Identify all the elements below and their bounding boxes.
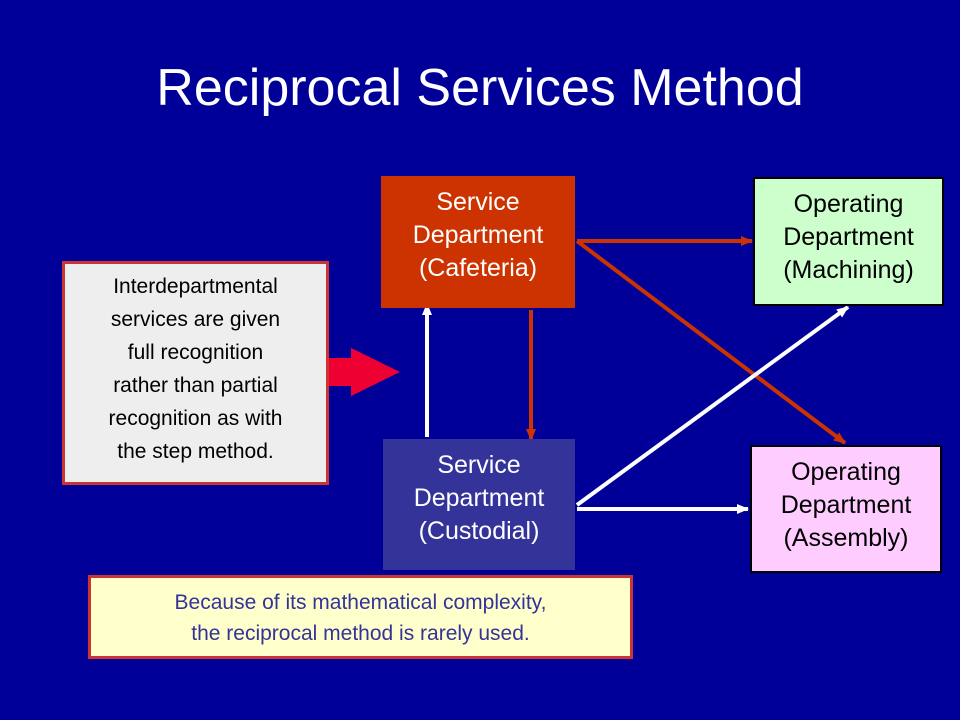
node-line: (Assembly) [783,524,909,552]
arrow-cafeteria-to-assembly [575,239,847,445]
node-operating-machining: Operating Department (Machining) [753,177,944,306]
node-service-cafeteria: Service Department (Cafeteria) [381,176,575,308]
node-line: Operating [793,190,904,218]
node-line: (Custodial) [418,517,540,545]
note-line: the step method. [117,440,274,463]
node-operating-assembly: Operating Department (Assembly) [750,445,942,573]
node-line: (Machining) [783,256,914,284]
note-line: rather than partial [113,374,278,397]
node-line: (Cafeteria) [418,254,538,282]
node-line: Department [783,223,914,251]
note-line: full recognition [127,341,264,364]
note-line: Interdepartmental [113,275,278,298]
footer-line: the reciprocal method is rarely used. [191,622,530,645]
page-title: Reciprocal Services Method [156,59,804,117]
footer-note: Because of its mathematical complexity, … [88,575,633,659]
note-line: recognition as with [108,407,283,430]
footer-line: Because of its mathematical complexity, [174,591,547,614]
note-callout: Interdepartmental services are given ful… [62,261,329,485]
block-arrow [329,348,400,396]
node-line: Service [436,188,520,216]
note-line: services are given [110,308,281,331]
arrow-custodial-to-machining [575,305,850,507]
node-line: Operating [791,458,901,486]
node-service-custodial: Service Department (Custodial) [383,439,575,570]
node-line: Department [780,491,912,519]
node-line: Service [437,451,521,479]
node-line: Department [413,484,545,512]
node-line: Department [412,221,544,249]
